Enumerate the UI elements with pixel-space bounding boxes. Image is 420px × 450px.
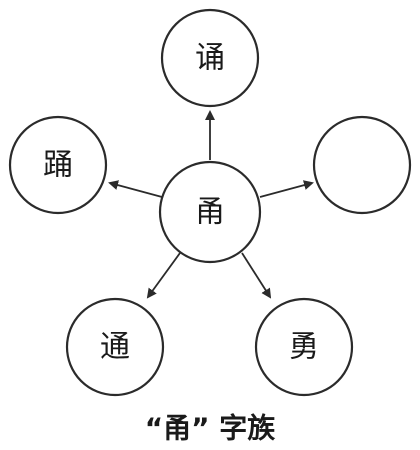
node-upper-left: 踊 [8,115,108,215]
node-center-char: 甬 [195,195,225,230]
node-lower-right-char: 勇 [289,330,319,365]
node-lower-left-circle [65,297,165,397]
arrow-to-lower-right [241,252,272,299]
node-center-circle [158,160,262,264]
node-center: 甬 [158,160,262,264]
diagram-caption: “甬” 字族 [145,412,277,445]
node-top-char: 诵 [195,41,225,76]
node-top-circle [160,8,260,108]
arrow-to-upper-left [108,180,163,198]
node-lower-left-char: 通 [100,330,130,365]
node-upper-right [312,115,412,215]
node-top: 诵 [160,8,260,108]
node-upper-right-circle [312,115,412,215]
node-lower-right-circle [254,297,354,397]
node-lower-left: 通 [65,297,165,397]
node-upper-left-char: 踊 [43,148,73,183]
arrow-to-lower-left [146,252,181,299]
arrows [108,110,314,299]
node-lower-right: 勇 [254,297,354,397]
arrow-to-upper-right [259,180,314,198]
node-upper-left-circle [8,115,108,215]
